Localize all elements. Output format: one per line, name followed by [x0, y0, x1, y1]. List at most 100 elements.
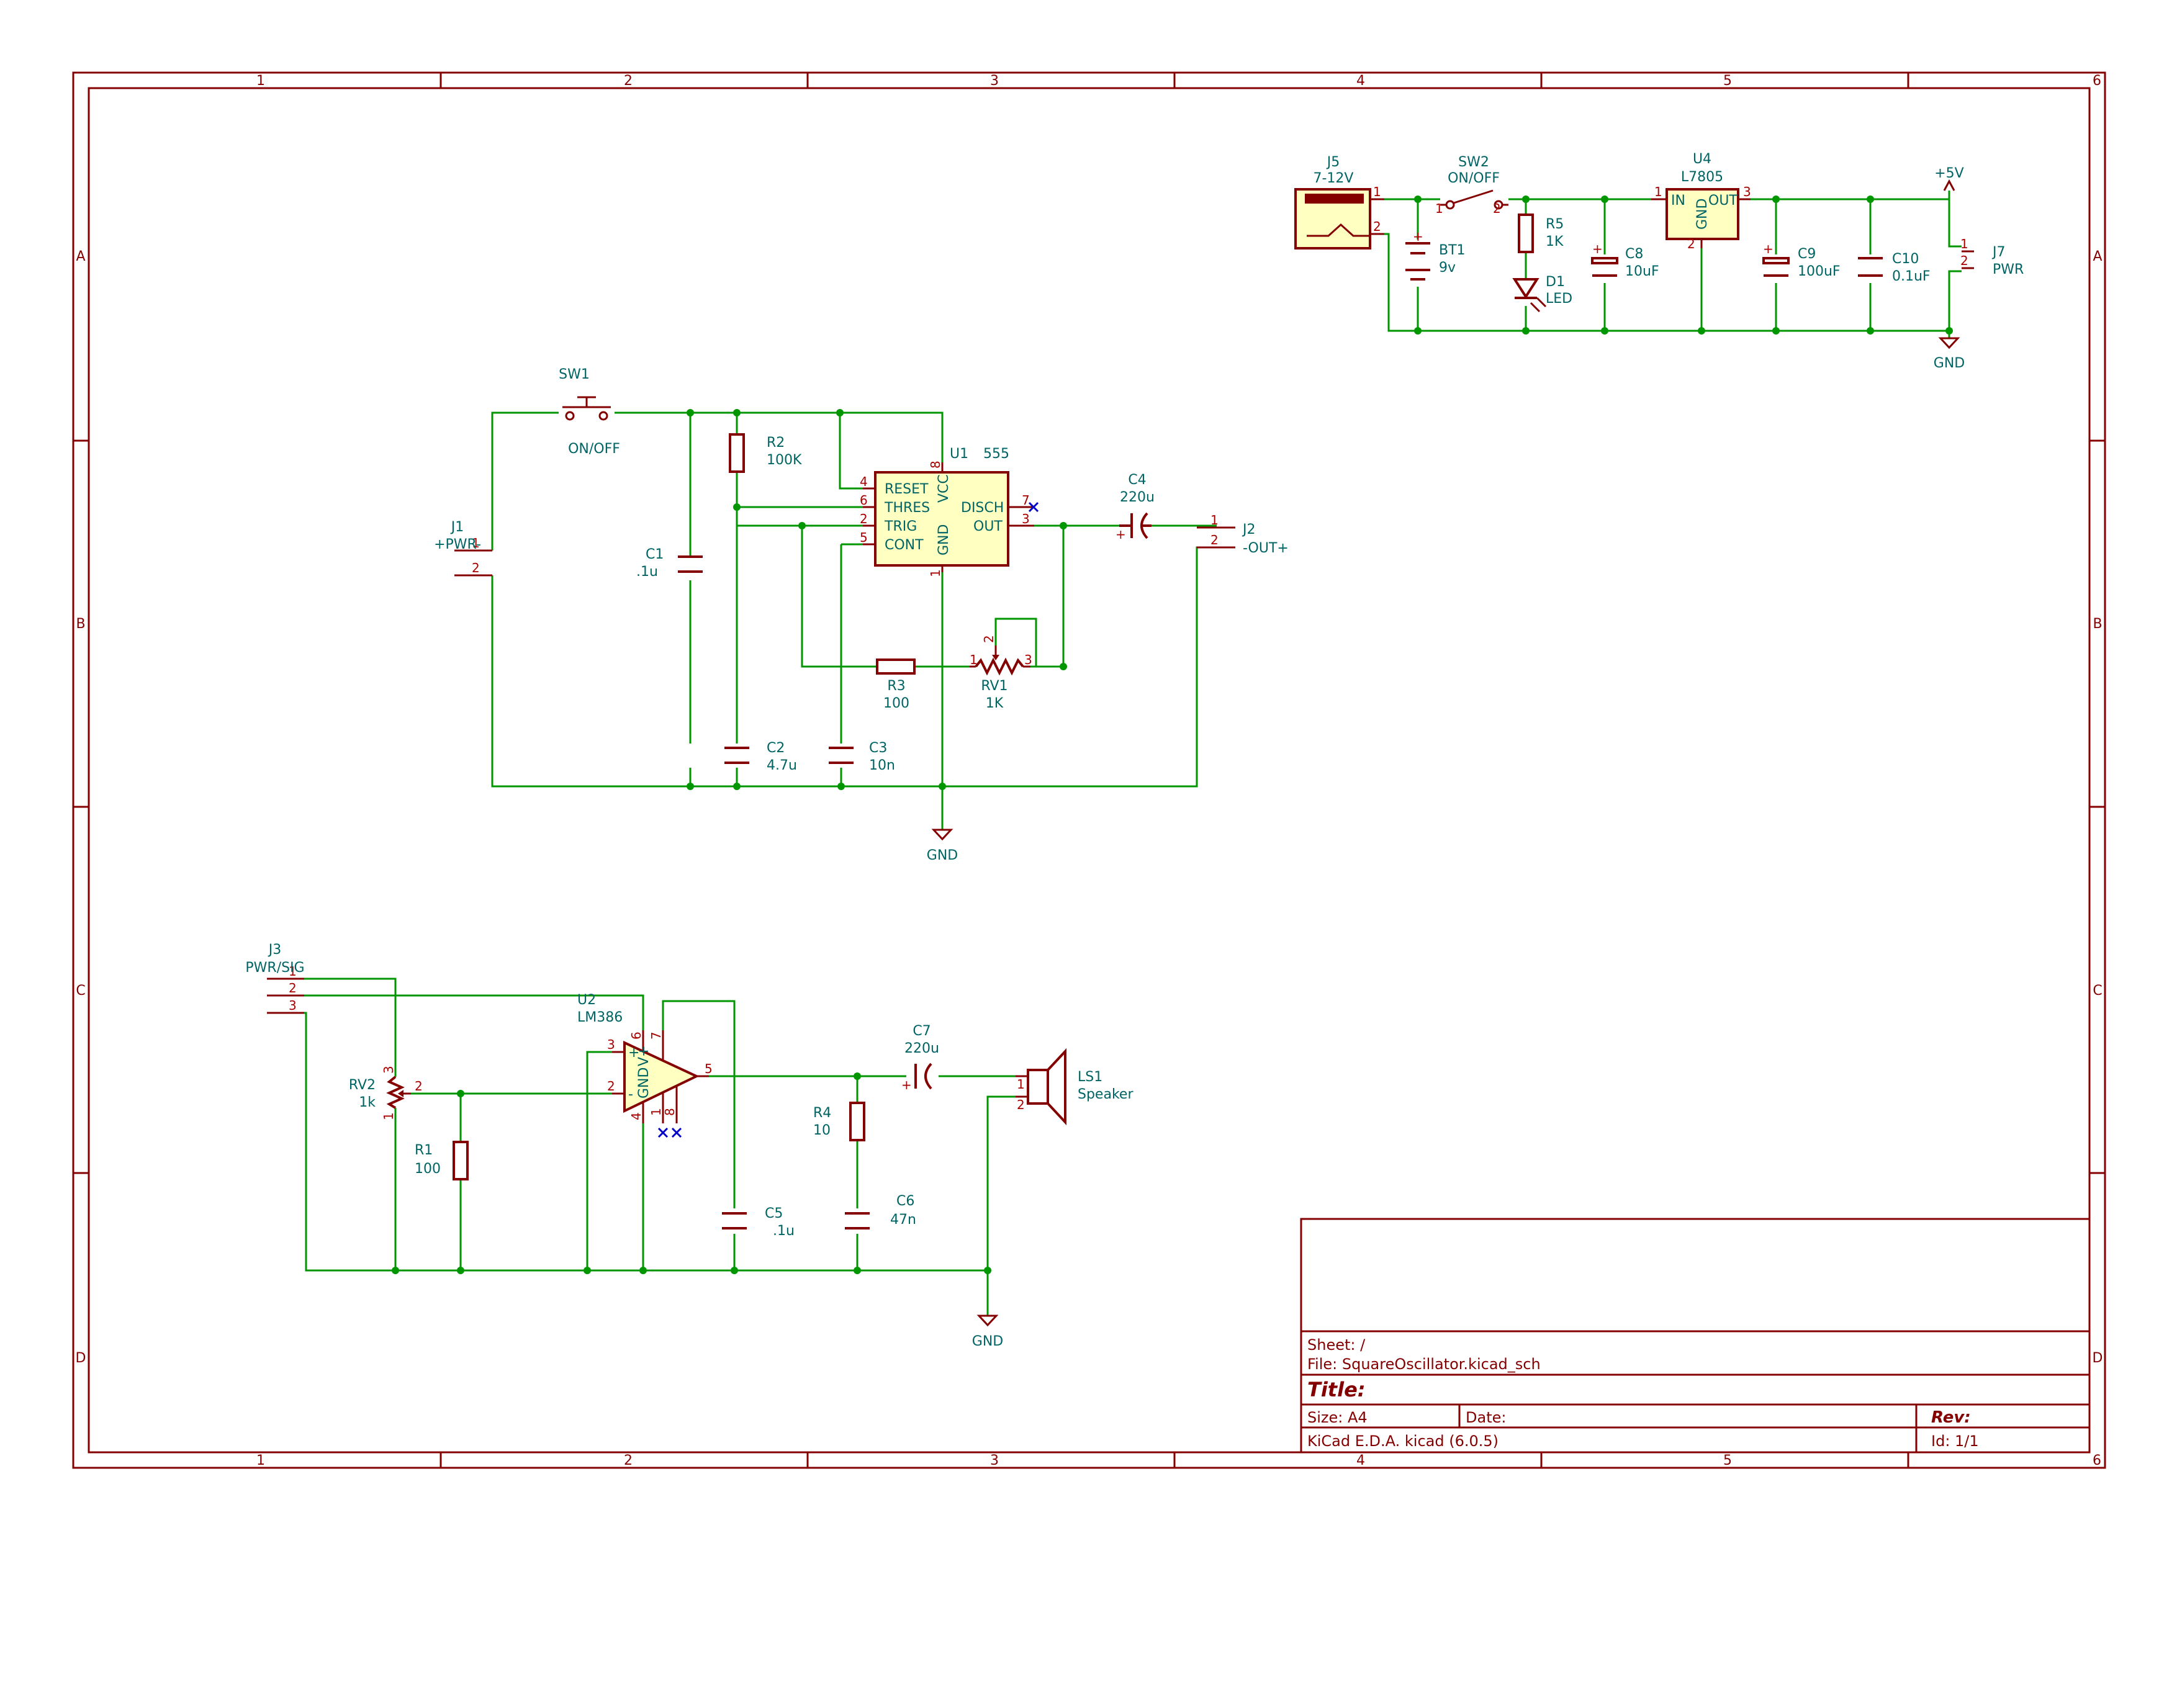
ref-sw1: SW1: [559, 367, 590, 382]
pin-number: 1: [1960, 236, 1968, 251]
resistor-r4[interactable]: R4 10: [813, 1102, 865, 1141]
value-rv2: 1k: [359, 1095, 376, 1110]
capacitor-c3[interactable]: C3 10n: [829, 740, 895, 773]
value-c8: 10uF: [1625, 264, 1659, 279]
resistor-r3[interactable]: R3 100: [876, 658, 916, 711]
pin-number: 1: [1435, 201, 1443, 216]
battery-bt1[interactable]: + BT1 9v: [1405, 229, 1466, 281]
barrel-jack-j5[interactable]: 1 2 J5 7-12V: [1294, 155, 1384, 249]
amplifier-section: 1 2 3 J3 PWR/SIG 3 2 1 RV2 1k R1 100: [245, 942, 1134, 1349]
pin-number: 2: [289, 981, 297, 996]
led-d1[interactable]: D1 LED: [1512, 274, 1572, 313]
ref-j2: J2: [1242, 522, 1256, 537]
title-block: Sheet: / File: SquareOscillator.kicad_sc…: [1300, 1218, 2091, 1454]
pin-number: 3: [1024, 652, 1032, 667]
value-c6: 47n: [890, 1212, 916, 1228]
row-label-right: A: [2093, 249, 2102, 264]
ref-j1: J1: [450, 519, 464, 535]
pin-number: 5: [705, 1061, 713, 1076]
capacitor-c5[interactable]: C5 .1u: [722, 1206, 795, 1239]
pin-number: 2: [981, 635, 996, 643]
value-sw1: ON/OFF: [568, 441, 620, 457]
capacitor-c1[interactable]: C1 .1u: [636, 547, 703, 580]
pin-number: 3: [1022, 511, 1030, 526]
ref-j5: J5: [1326, 155, 1340, 170]
pin-number: 2: [1687, 236, 1695, 251]
ref-r2: R2: [767, 435, 785, 451]
col-label-top: 6: [2093, 73, 2101, 89]
potentiometer-rv1[interactable]: 1 2 3 RV1 1K: [970, 635, 1032, 711]
tb-date: Date:: [1466, 1409, 1506, 1426]
connector-j2[interactable]: 1 2 J2 -OUT+: [1197, 513, 1289, 556]
col-label-bottom: 1: [256, 1453, 265, 1468]
connector-j7[interactable]: 1 2 J7 PWR: [1960, 236, 2024, 277]
ref-c7: C7: [913, 1023, 931, 1039]
regulator-u4[interactable]: IN OUT GND 1 3 2 U4 L7805: [1651, 151, 1751, 251]
value-r5: 1K: [1546, 234, 1564, 249]
ref-sw2: SW2: [1458, 155, 1489, 170]
amplifier-ic-u2[interactable]: + - GND V+ 3 2 6 4 7 5 1 8 U2 LM386: [577, 992, 713, 1138]
row-label-left: A: [76, 249, 85, 264]
resistor-r2[interactable]: R2 100K: [729, 433, 802, 473]
pin-number: 3: [607, 1037, 615, 1052]
resistor-r1[interactable]: R1 100: [415, 1141, 469, 1180]
value-u1: 555: [983, 446, 1009, 462]
ref-j3: J3: [268, 942, 282, 958]
ref-c9: C9: [1798, 246, 1816, 262]
pin-name: GND: [936, 524, 952, 555]
capacitor-c8[interactable]: + C8 10uF: [1591, 241, 1659, 279]
capacitor-c4[interactable]: + C4 220u: [1116, 472, 1155, 542]
ref-u2: U2: [577, 992, 596, 1008]
tb-rev: Rev:: [1931, 1408, 1971, 1427]
pin-number: 2: [607, 1079, 615, 1094]
potentiometer-rv2[interactable]: 3 2 1 RV2 1k: [349, 1066, 423, 1120]
value-sw2: ON/OFF: [1448, 171, 1500, 186]
value-c2: 4.7u: [767, 758, 797, 773]
pin-number: 2: [1493, 201, 1501, 216]
value-r2: 100K: [767, 452, 802, 468]
capacitor-c9[interactable]: + C9 100uF: [1762, 241, 1841, 279]
pin-number: 1: [472, 536, 480, 551]
value-c1: .1u: [636, 564, 658, 580]
pin-number: 2: [472, 560, 480, 575]
pin-number: 1: [1373, 184, 1381, 199]
gnd-label: GND: [1934, 356, 1965, 371]
oscillator-section: SW1 ON/OFF 1 2 J1 +PWR- C1 .1u R2 100K: [434, 367, 1289, 863]
ref-r4: R4: [813, 1105, 831, 1121]
value-rv1: 1K: [986, 696, 1004, 711]
pin-number: 2: [860, 511, 868, 526]
timer-ic-u1[interactable]: RESET THRES TRIG CONT 4 6 2 5 DISCH OUT …: [860, 446, 1039, 577]
capacitor-c2[interactable]: C2 4.7u: [724, 740, 797, 773]
pin-name: RESET: [885, 482, 929, 497]
resistor-r5[interactable]: R5 1K: [1518, 214, 1564, 253]
pin-number: 1: [289, 964, 297, 979]
drawing-frame: 1 2 3 4 5 6 1 2 3 4 5 6 A B C D A B C D: [72, 71, 2106, 1469]
connector-j1[interactable]: 1 2 J1 +PWR-: [434, 519, 492, 577]
ref-rv1: RV1: [981, 678, 1007, 694]
ref-r5: R5: [1546, 217, 1564, 232]
vplus-label: +5V: [1934, 166, 1963, 181]
pin-name: +: [628, 1045, 639, 1061]
cap-plus: +: [1116, 527, 1126, 542]
pin-number: 1: [1017, 1077, 1025, 1092]
pin-number: 1: [1654, 184, 1662, 199]
power-supply-section: 1 2 J5 7-12V 1 2 SW2 ON/OFF + BT1 9v: [1294, 151, 2024, 371]
pushbutton-sw1[interactable]: SW1 ON/OFF: [559, 367, 620, 457]
pin-name: DISCH: [961, 500, 1004, 516]
ref-r3: R3: [887, 678, 905, 694]
pin-name: -: [628, 1087, 633, 1102]
ref-c3: C3: [869, 740, 887, 756]
capacitor-c10[interactable]: C10 0.1uF: [1858, 251, 1931, 284]
pin-number: 1: [649, 1108, 664, 1116]
value-c7: 220u: [904, 1041, 939, 1056]
row-label-left: C: [76, 983, 85, 999]
gnd-label: GND: [972, 1334, 1003, 1349]
pin-number: 8: [928, 461, 943, 469]
capacitor-c7[interactable]: + C7 220u: [901, 1023, 939, 1092]
capacitor-c6[interactable]: C6 47n: [845, 1193, 916, 1229]
tb-title: Title:: [1307, 1378, 1366, 1401]
speaker-ls1[interactable]: 1 2 LS1 Speaker: [1016, 1048, 1134, 1126]
value-bt1: 9v: [1439, 260, 1456, 276]
connector-j3[interactable]: 1 2 3 J3 PWR/SIG: [245, 942, 305, 1014]
switch-sw2[interactable]: 1 2 SW2 ON/OFF: [1435, 155, 1508, 216]
